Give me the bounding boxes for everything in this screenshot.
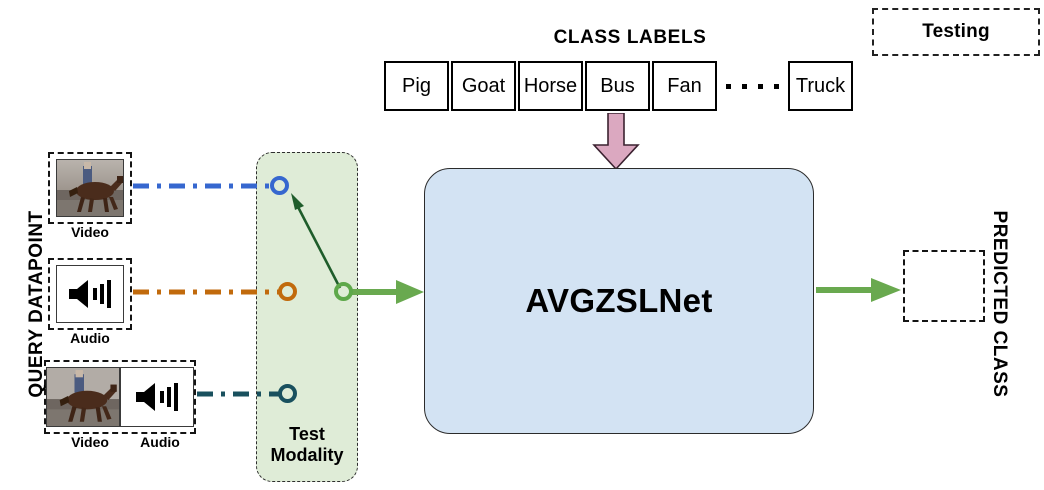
query-item-video-audio-caption-video: Video xyxy=(71,434,109,450)
arrow-model-to-prediction xyxy=(816,278,901,302)
modality-selector-audio[interactable] xyxy=(278,282,297,301)
testing-badge: Testing xyxy=(872,8,1040,56)
avgzslnet-model-label: AVGZSLNet xyxy=(525,282,713,319)
query-item-video-audio[interactable] xyxy=(44,360,196,434)
class-label-box[interactable]: Pig xyxy=(384,61,449,111)
class-label-text: Bus xyxy=(600,75,635,97)
modality-selector-video[interactable] xyxy=(270,176,289,195)
avgzslnet-model-box: AVGZSLNet xyxy=(424,168,814,434)
class-label-text: Goat xyxy=(461,75,506,97)
class-label-text: Horse xyxy=(523,75,578,97)
predicted-class-box xyxy=(903,250,985,322)
test-modality-label: Test Modality xyxy=(256,424,358,466)
class-label-box[interactable]: Fan xyxy=(652,61,717,111)
ellipsis-dot xyxy=(742,83,747,89)
test-modality-label-line2: Modality xyxy=(270,445,344,466)
class-label-text: Fan xyxy=(667,75,702,97)
audio-speaker-icon xyxy=(56,265,124,323)
video-thumbnail-icon xyxy=(46,367,120,427)
query-item-audio[interactable] xyxy=(48,258,132,330)
ellipsis-dot xyxy=(774,83,779,89)
testing-badge-label: Testing xyxy=(922,21,990,42)
class-label-box[interactable]: Goat xyxy=(451,61,516,111)
modality-selector-video-audio[interactable] xyxy=(278,384,297,403)
query-item-video-audio-caption-audio: Audio xyxy=(140,434,180,450)
class-label-box[interactable]: Bus xyxy=(585,61,650,111)
predicted-class-side-label: PREDICTED CLASS xyxy=(989,210,1010,398)
query-item-audio-caption: Audio xyxy=(70,330,110,346)
class-labels-title: CLASS LABELS xyxy=(553,27,707,48)
video-thumbnail-icon xyxy=(56,159,124,217)
audio-speaker-icon xyxy=(120,367,194,427)
test-modality-label-line1: Test xyxy=(289,424,325,444)
class-label-text: Pig xyxy=(402,75,431,97)
class-label-box[interactable]: Truck xyxy=(788,61,853,111)
query-item-video[interactable] xyxy=(48,152,132,224)
class-label-box[interactable]: Horse xyxy=(518,61,583,111)
class-label-text: Truck xyxy=(795,75,846,97)
ellipsis-dot xyxy=(726,83,731,89)
class-labels-row: Pig Goat Horse Bus Fan Truck xyxy=(384,61,855,111)
ellipsis-icon xyxy=(719,83,788,89)
modality-selector-output[interactable] xyxy=(334,282,353,301)
arrow-modality-to-model xyxy=(352,280,424,304)
query-datapoint-side-label: QUERY DATAPOINT xyxy=(26,210,47,398)
query-item-video-caption: Video xyxy=(71,224,109,240)
ellipsis-dot xyxy=(758,83,763,89)
down-block-arrow-icon xyxy=(592,112,640,176)
